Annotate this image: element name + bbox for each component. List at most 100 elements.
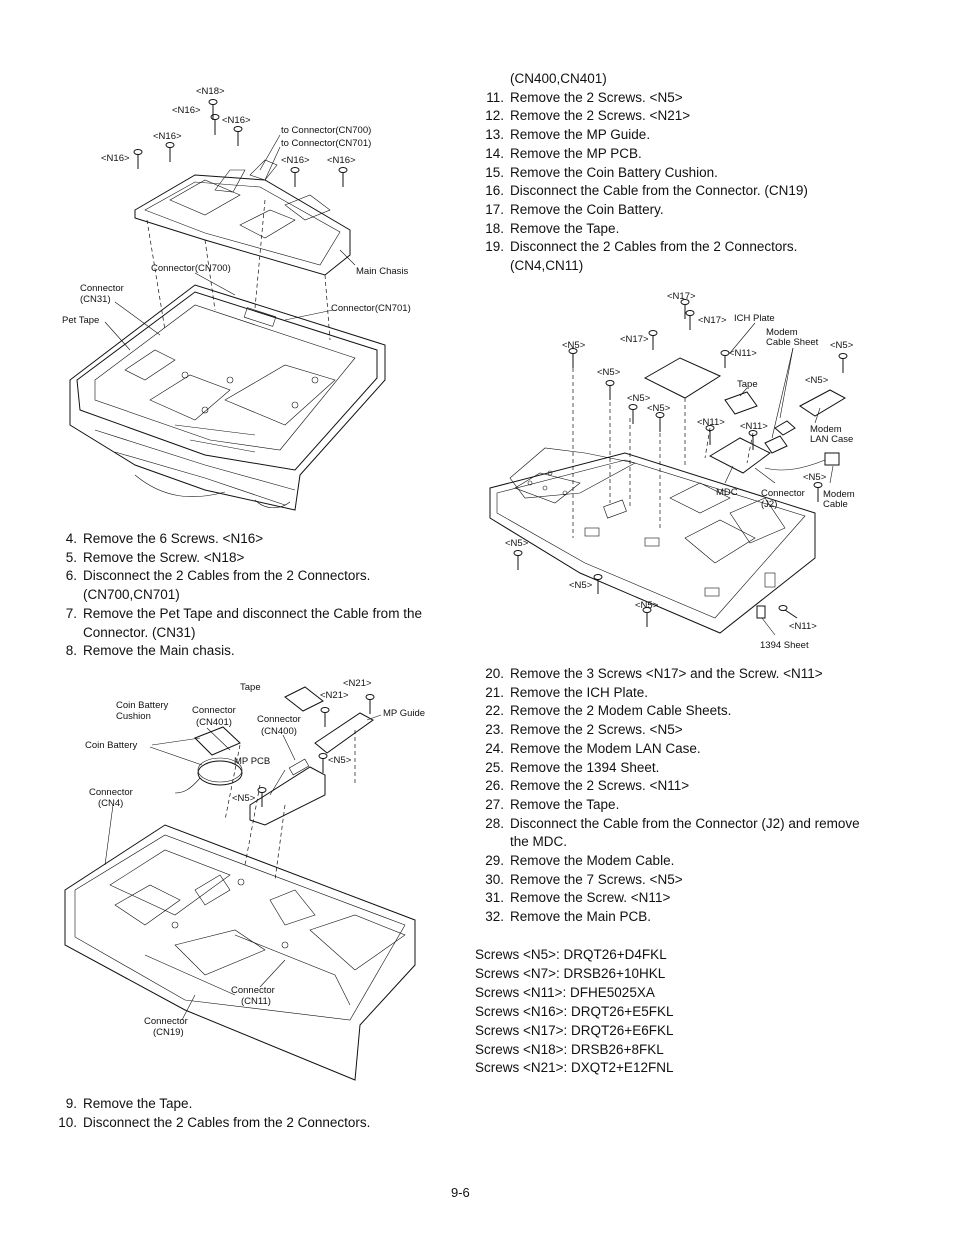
screw-n17-icon [685,310,695,330]
step-item: 11.Remove the 2 Screws. <N5> [486,89,683,105]
screw-n16-icon [338,167,348,187]
screw-n11-icon [705,425,715,445]
modem-cable-sheet-drawing [764,435,788,454]
label-modem-cable-sheet: Modem [766,327,798,338]
label-to-cn700: to Connector(CN700) [281,125,371,136]
label-connector-cn11-id: (CN11) [241,996,271,1007]
label-n16: <N16> [101,153,130,164]
label-ich-plate: ICH Plate [734,313,775,324]
label-coin-battery-cushion-2: Cushion [116,711,151,722]
label-main-chasis: Main Chasis [356,266,409,277]
label-modem-cable: Modem [823,489,855,500]
step-item: 25.Remove the 1394 Sheet. [485,759,660,775]
label-n5: <N5> [803,472,827,483]
screw-specification-list: Screws <N5>: DRQT26+D4FKL Screws <N7>: D… [475,946,673,1078]
label-n18: <N18> [196,86,225,97]
tape-drawing [284,686,324,712]
label-connector-cn19-id: (CN19) [153,1027,184,1038]
step-item: 14.Remove the MP PCB. [485,145,642,161]
label-n21: <N21> [343,678,372,689]
label-connector-cn401: Connector [192,705,236,716]
steps-4-to-8: 4.Remove the 6 Screws. <N16> 5.Remove th… [55,530,455,661]
step-item: 16.Disconnect the Cable from the Connect… [485,183,808,199]
step-item: 22.Remove the 2 Modem Cable Sheets. [485,703,732,719]
screw-spec-item: Screws <N17>: DRQT26+E6FKL [475,1022,674,1038]
screw-n16-icon [165,142,175,162]
step-item: 6.Disconnect the 2 Cables from the 2 Con… [65,568,371,603]
label-mdc: MDC [716,487,738,498]
screw-n17-icon [680,299,690,319]
label-n5: <N5> [562,340,586,351]
label-mp-pcb: MP PCB [234,756,270,767]
step-item: 24.Remove the Modem LAN Case. [485,740,701,756]
label-n16: <N16> [153,131,182,142]
screw-n5-icon [628,404,638,424]
modem-lan-case-drawing [799,389,847,417]
step-item: 29.Remove the Modem Cable. [485,853,675,869]
screw-spec-item: Screws <N11>: DFHE5025XA [475,984,655,1000]
screw-n11-icon [778,605,798,619]
screw-spec-item: Screws <N7>: DRSB26+10HKL [475,965,666,981]
label-coin-battery: Coin Battery [85,740,138,751]
label-n11: <N11> [789,621,817,632]
step-item: 7.Remove the Pet Tape and disconnect the… [65,605,422,640]
diagram-main-chasis: <N18> <N16> <N16> <N16> <N16> to Connect… [62,86,411,511]
step-item: 17.Remove the Coin Battery. [485,201,664,217]
step-item: 5.Remove the Screw. <N18> [65,549,245,565]
label-n5: <N5> [830,340,854,351]
mdc-drawing [708,437,771,474]
step-item: 15.Remove the Coin Battery Cushion. [485,164,718,180]
screw-n16-icon [210,114,220,135]
label-n21: <N21> [320,690,349,701]
main-chasis-drawing [134,159,351,276]
label-n17: <N17> [620,334,649,345]
step-item: 19.Disconnect the 2 Cables from the 2 Co… [485,239,798,274]
step-item: 12.Remove the 2 Screws. <N21> [485,108,691,124]
screw-n21-icon [365,694,375,714]
label-connector-cn11: Connector [231,985,275,996]
label-connector-cn401-id: (CN401) [196,717,232,728]
page-number: 9-6 [451,1185,470,1200]
label-modem-cable-sheet-2: Cable Sheet [766,337,819,348]
chassis-drawing [64,824,416,1081]
steps-20-to-32: 20.Remove the 3 Screws <N17> and the Scr… [482,665,922,927]
screw-n5-icon [605,380,615,400]
screw-spec-item: Screws <N21>: DXQT2+E12FNL [475,1060,674,1076]
modem-cable-drawing [764,459,826,471]
step-item: 4.Remove the 6 Screws. <N16> [65,531,264,546]
sheet-1394-drawing [756,605,766,619]
step-continuation: (CN400,CN401) [510,71,607,86]
step-item: 18.Remove the Tape. [485,220,620,236]
step-item: 8.Remove the Main chasis. [65,643,235,659]
screw-spec-item: Screws <N16>: DRQT26+E5FKL [475,1003,674,1019]
screw-n5-icon [655,412,665,432]
label-n17: <N17> [698,315,727,326]
figure-main-pcb-removal: <N17> <N17> ICH Plate Modem Cable Sheet … [485,288,885,658]
label-1394-sheet: 1394 Sheet [760,640,809,651]
label-connector-cn31: Connector [80,283,124,294]
label-coin-battery-cushion: Coin Battery [116,700,169,711]
main-pcb-drawing [489,447,816,634]
label-modem-cable-2: Cable [823,499,848,510]
steps-11-to-19: (CN400,CN401) 11.Remove the 2 Screws. <N… [482,70,922,276]
diagram-mp-pcb: Tape <N21> <N21> MP Guide Coin Battery C… [64,678,425,1081]
step-item: 26.Remove the 2 Screws. <N11> [485,778,690,794]
step-item: 20.Remove the 3 Screws <N17> and the Scr… [485,666,823,681]
step-item: 10.Disconnect the 2 Cables from the 2 Co… [58,1114,371,1130]
label-tape: Tape [737,379,758,390]
label-n16: <N16> [222,115,251,126]
screw-n5-icon [318,753,328,773]
screw-n11-icon [748,430,758,450]
screw-n5-icon [813,482,823,502]
label-connector-cn4: Connector [89,787,133,798]
diagram-main-pcb: <N17> <N17> ICH Plate Modem Cable Sheet … [489,291,855,651]
label-connector-cn400: Connector [257,714,301,725]
coin-battery-drawing [174,757,243,794]
label-n5: <N5> [805,375,829,386]
screw-n21-icon [320,707,330,727]
label-n16: <N16> [281,155,310,166]
label-connector-cn400-id: (CN400) [261,726,297,737]
step-item: 13.Remove the MP Guide. [485,127,651,143]
label-connector-cn700: Connector(CN700) [151,263,231,274]
step-item: 28.Disconnect the Cable from the Connect… [485,815,860,850]
